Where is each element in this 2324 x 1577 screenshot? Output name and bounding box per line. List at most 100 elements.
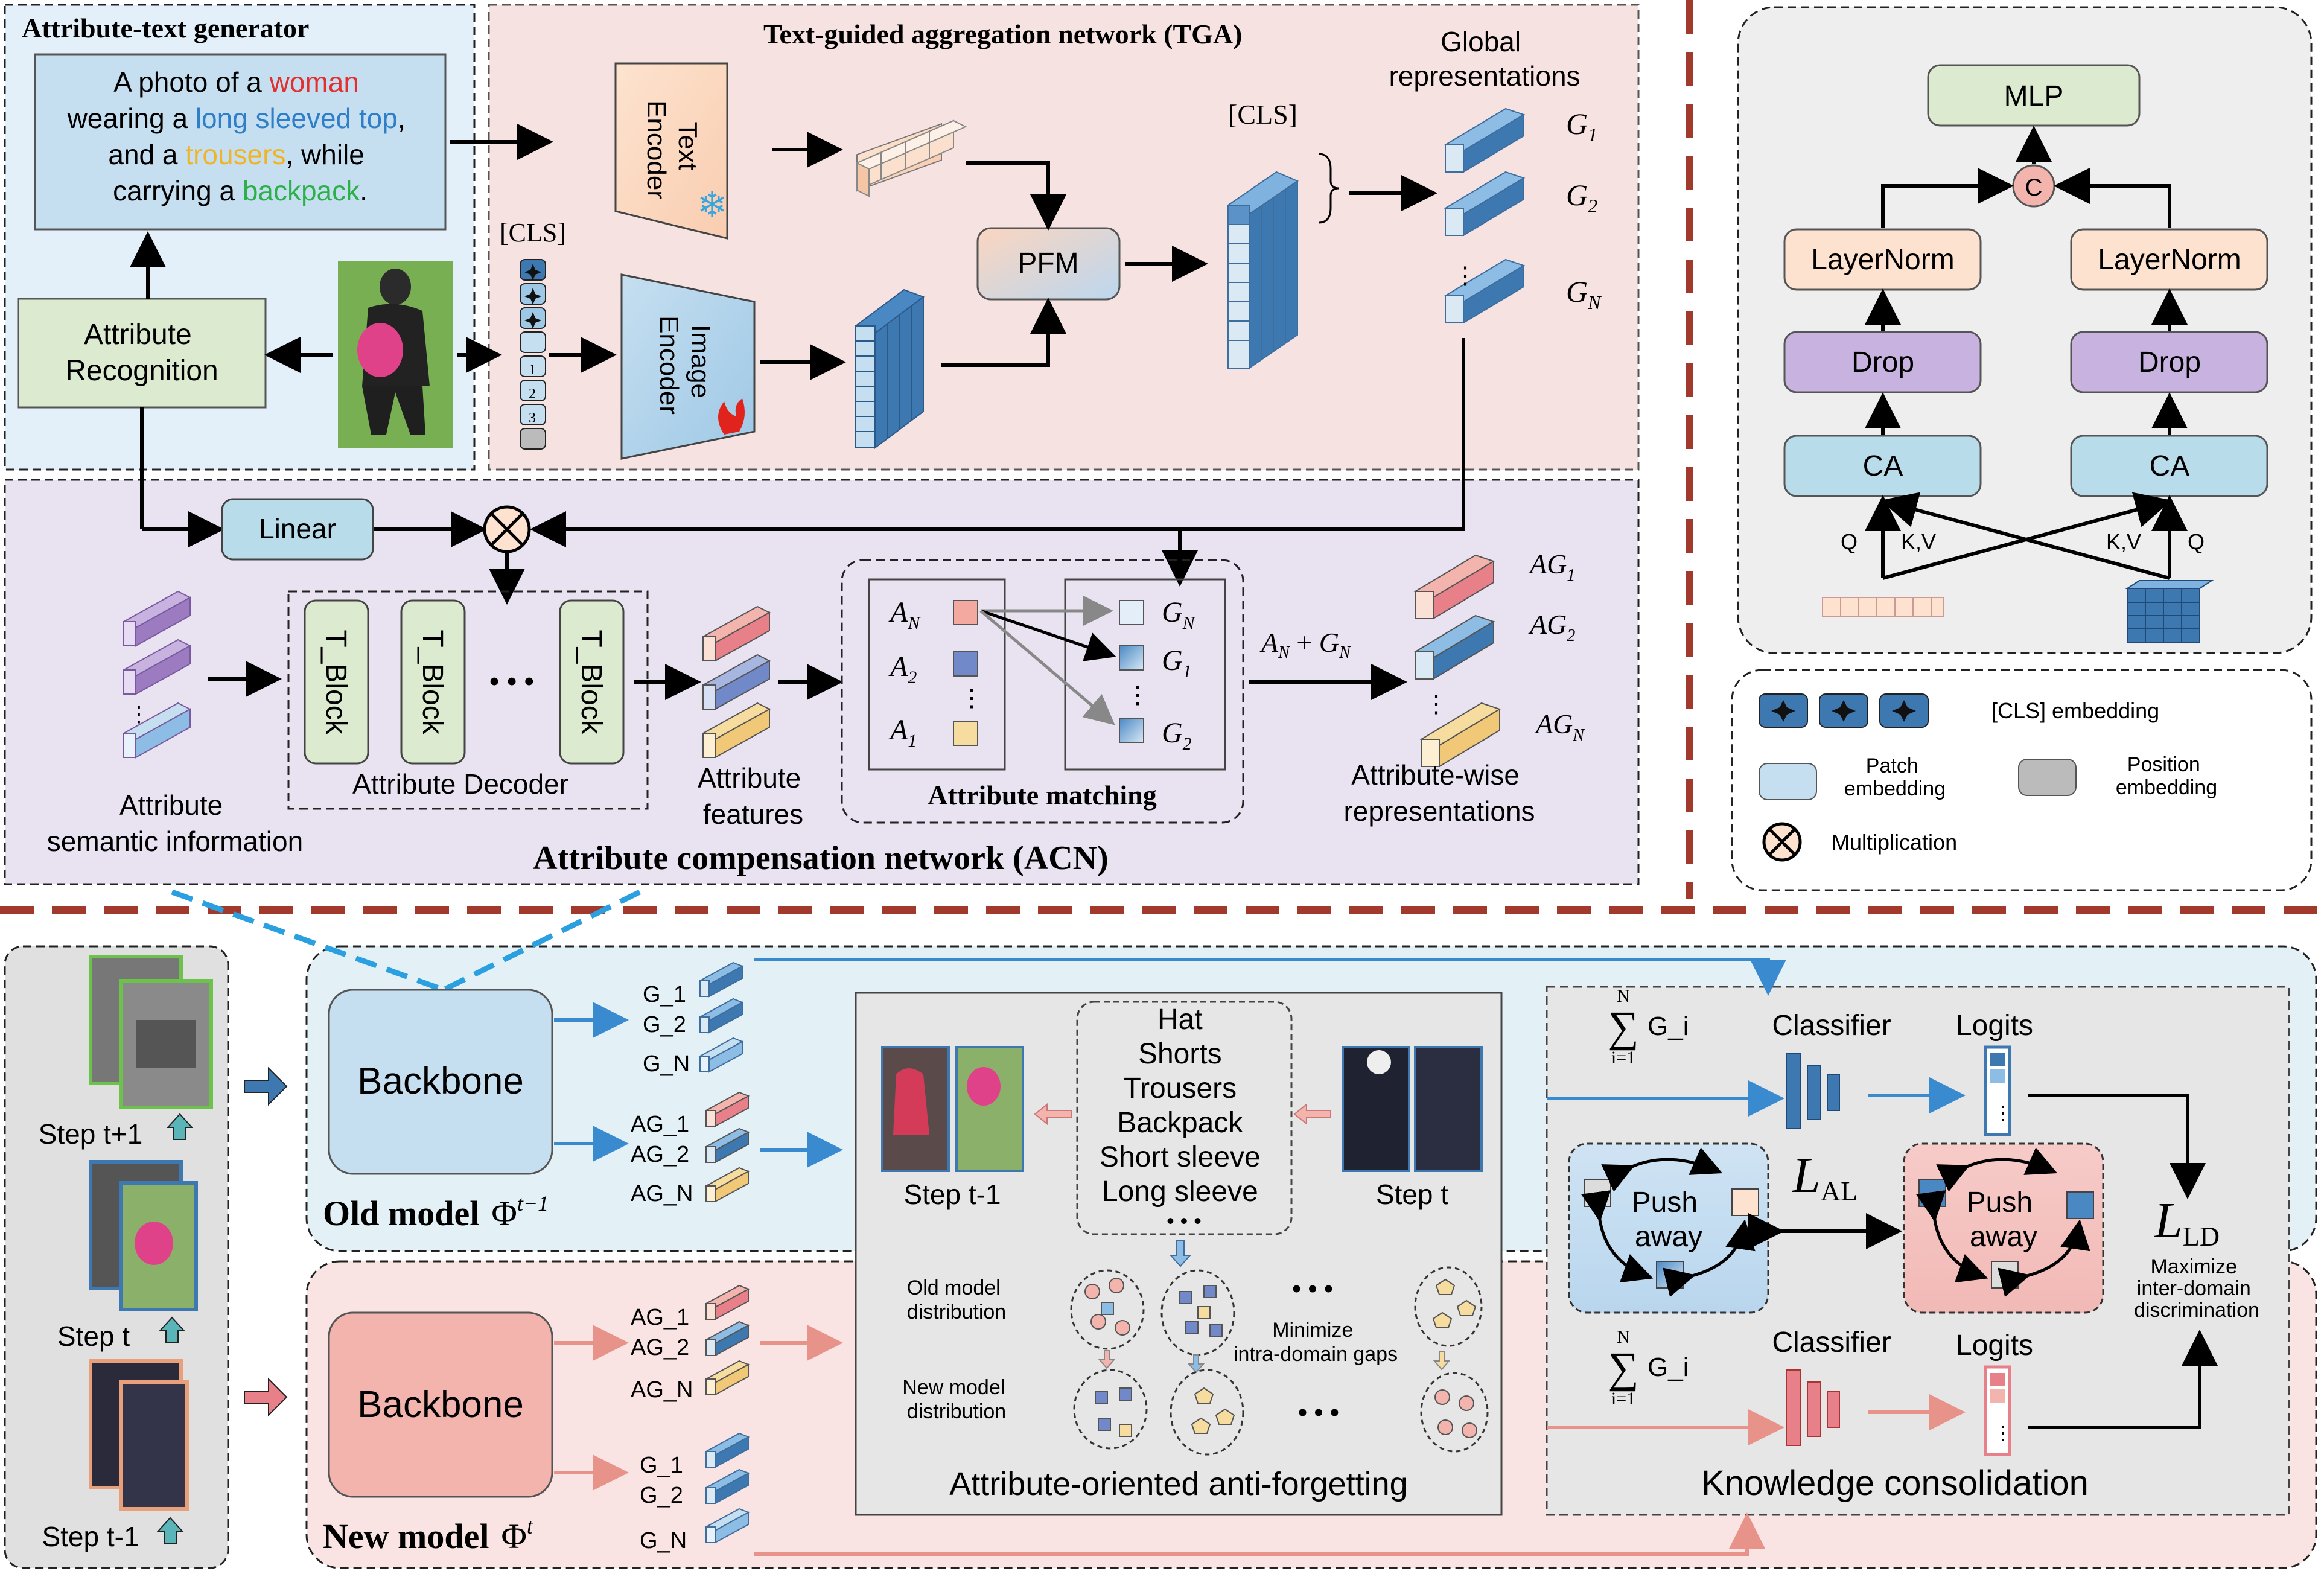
legend-cls-icons xyxy=(1759,693,1929,728)
old-g1: G_1 xyxy=(643,982,686,1007)
semantic-dots: ⋮ xyxy=(128,702,150,726)
classifier-top xyxy=(1786,1053,1840,1129)
g2-match-label: G2 xyxy=(1162,717,1192,754)
ca-left-label: CA xyxy=(1863,450,1903,482)
token-column xyxy=(520,259,546,450)
cls-label: [CLS] xyxy=(500,218,566,247)
tblock-2 xyxy=(400,599,466,765)
matching-a-box xyxy=(868,578,1006,771)
sum-bot-i: i=1 xyxy=(1611,1389,1635,1409)
new-ag2: AG_2 xyxy=(631,1335,689,1360)
cls-label-2: [CLS] xyxy=(1228,99,1297,130)
ag2-label: AG2 xyxy=(1528,609,1575,645)
stack-brace xyxy=(1318,153,1340,224)
gn-label: GN xyxy=(1566,275,1602,313)
ca-right-label: CA xyxy=(2150,450,2190,482)
classifier-bot xyxy=(1786,1369,1840,1446)
mlp-label: MLP xyxy=(2004,80,2064,112)
person-photo xyxy=(338,261,453,448)
drop-left-label: Drop xyxy=(1851,346,1914,378)
a2-label: A2 xyxy=(888,651,917,687)
old-backbone-label: Backbone xyxy=(357,1060,524,1102)
tblock-3 xyxy=(559,599,625,765)
linear-box xyxy=(221,498,374,561)
g1-match-label: G1 xyxy=(1162,645,1192,681)
decoder-label: Attribute Decoder xyxy=(352,768,568,800)
logits-bot-label: Logits xyxy=(1956,1330,2033,1362)
image-token-small xyxy=(2125,580,2214,643)
a-dots: ⋮ xyxy=(960,684,984,712)
aw-dots: ⋮ xyxy=(1424,690,1448,718)
decoder-box xyxy=(287,590,649,810)
text-encoder-label: Text Encoder xyxy=(641,100,702,199)
old-dist-points xyxy=(1084,1278,1477,1337)
semantic-label: Attribute semantic information xyxy=(47,789,303,857)
attr-down-arrow xyxy=(1169,1240,1192,1267)
new-backbone-label: Backbone xyxy=(357,1384,524,1426)
tblock-1-label: T_Block xyxy=(320,629,352,734)
tblock-dots: • • • xyxy=(489,666,534,698)
q-right: Q xyxy=(2188,529,2205,554)
concat-label: C xyxy=(2025,174,2043,201)
new-g-bars xyxy=(704,1432,750,1544)
attr-list-box xyxy=(1076,1001,1293,1235)
legend-pos-label: Position embedding xyxy=(2116,753,2217,799)
an-label: AN xyxy=(888,596,921,633)
tblock-1 xyxy=(304,599,369,765)
layernorm-left-label: LayerNorm xyxy=(1811,244,1954,276)
semantic-bars xyxy=(122,590,192,759)
features-label: Attribute features xyxy=(698,762,809,830)
old-dist-dots: • • • xyxy=(1292,1274,1333,1304)
text-encoder-shape xyxy=(614,62,728,240)
layernorm-right-label: LayerNorm xyxy=(2098,244,2241,276)
dist-down-arrows xyxy=(1098,1350,1451,1374)
step-t-1-label: Step t-1 xyxy=(42,1521,139,1552)
aoaf-arrow-left xyxy=(1034,1103,1072,1126)
global-bars xyxy=(1444,107,1526,324)
legend-pos-icon xyxy=(2018,759,2077,796)
sum-top-n: N xyxy=(1617,986,1630,1006)
aoaf-step-prev: Step t-1 xyxy=(903,1179,1001,1210)
sum-top-sym: ∑ xyxy=(1608,1002,1638,1051)
token-num-2: 2 xyxy=(529,386,536,402)
new-g2: G_2 xyxy=(640,1483,683,1508)
sum-bot-sym: ∑ xyxy=(1608,1343,1638,1392)
old-agn: AG_N xyxy=(631,1181,693,1206)
logits-top-dots: ⋮ xyxy=(1993,1102,2013,1124)
matching-box xyxy=(841,559,1244,824)
drop-right-label: Drop xyxy=(2138,346,2201,378)
attribute-wise-bars xyxy=(1413,554,1501,768)
old-ag1: AG_1 xyxy=(631,1112,689,1137)
tblock-3-label: T_Block xyxy=(575,629,607,734)
logits-top xyxy=(1984,1045,2011,1136)
old-g2: G_2 xyxy=(643,1012,686,1037)
caption-text: A photo of a woman wearing a long sleeve… xyxy=(67,66,413,206)
kc-title: Knowledge consolidation xyxy=(1701,1464,2089,1503)
g1-label: G1 xyxy=(1566,107,1597,145)
step-t-arrow xyxy=(158,1316,186,1343)
a-cubes xyxy=(953,600,978,746)
image-encoder-label: Image Encoder xyxy=(654,316,715,415)
new-model-arrow xyxy=(244,1377,288,1417)
sum-bot-term: G_i xyxy=(1647,1352,1689,1382)
legend-patch-icon xyxy=(1759,763,1817,800)
attr-list: Hat Shorts Trousers Backpack Short sleev… xyxy=(1100,1004,1269,1233)
aw-label: Attribute-wise representations xyxy=(1343,759,1535,827)
new-dist-dots: • • • xyxy=(1298,1398,1339,1427)
step-t1-label: Step t+1 xyxy=(39,1118,143,1150)
attribute-recognition-label: Attribute Recognition xyxy=(65,319,218,387)
sum-top-i: i=1 xyxy=(1611,1048,1635,1068)
aoaf-cur-photos xyxy=(1342,1046,1483,1172)
aoaf-arrow-right xyxy=(1293,1103,1331,1126)
old-dist-label: Old model distribution xyxy=(907,1276,1006,1324)
flame-icon xyxy=(718,398,745,435)
attribute-recognition-box xyxy=(17,298,267,409)
old-gn: G_N xyxy=(643,1051,690,1077)
gn-match-label: GN xyxy=(1162,596,1196,633)
g-dots: ⋮ xyxy=(1125,681,1150,709)
new-ag1: AG_1 xyxy=(631,1305,689,1330)
a1-label: A1 xyxy=(888,714,917,751)
old-g-bars xyxy=(698,961,744,1073)
step-t-1-arrow xyxy=(156,1517,184,1544)
